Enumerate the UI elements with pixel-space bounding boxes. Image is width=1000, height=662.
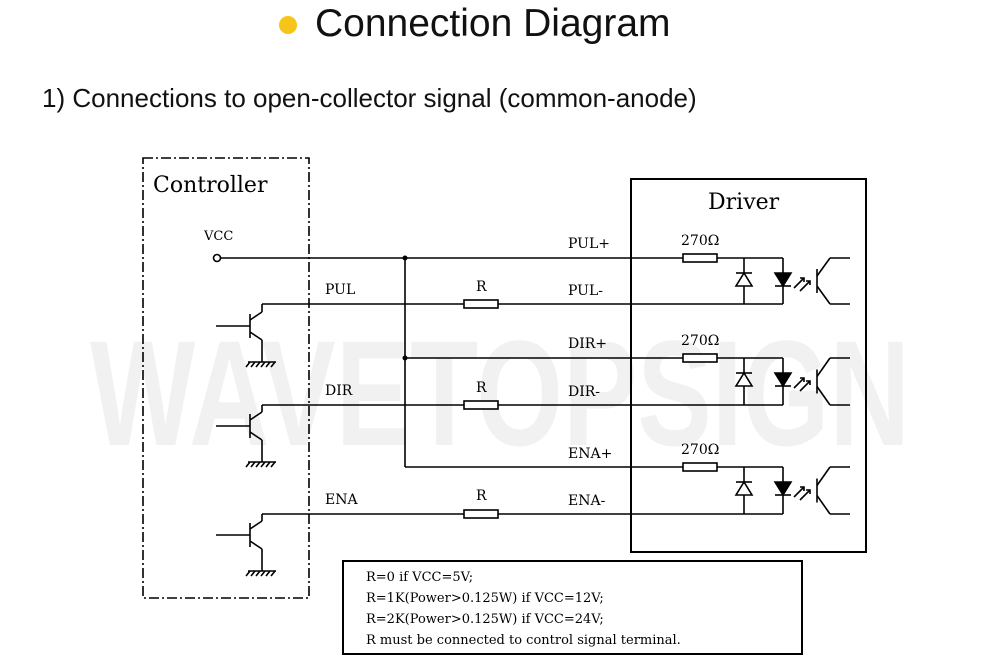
plus-terminal-label: PUL+ — [568, 236, 610, 252]
minus-terminal-label: ENA- — [568, 493, 606, 509]
controller-box — [142, 157, 310, 599]
driver-box — [630, 178, 867, 553]
bullet-icon — [279, 16, 297, 34]
led-icon — [773, 372, 793, 388]
controller-label: Controller — [153, 173, 268, 198]
notes-box — [342, 560, 803, 655]
series-resistor-label: R — [476, 380, 487, 396]
diode-icon — [734, 480, 754, 496]
channel-input-label: ENA — [325, 492, 358, 508]
note-line: R must be connected to control signal te… — [366, 633, 681, 648]
plus-terminal-label: ENA+ — [568, 446, 612, 462]
limit-resistor-label: 270Ω — [681, 442, 719, 458]
limit-resistor — [682, 462, 718, 472]
vcc-label: VCC — [203, 229, 233, 244]
limit-resistor-label: 270Ω — [681, 233, 719, 249]
section-subtitle: 1) Connections to open-collector signal … — [42, 83, 697, 113]
limit-resistor — [682, 353, 718, 363]
minus-terminal-label: DIR- — [568, 384, 600, 400]
channel-input-label: DIR — [325, 383, 353, 399]
series-resistor — [463, 509, 499, 519]
diode-icon — [734, 371, 754, 387]
series-resistor-label: R — [476, 279, 487, 295]
led-icon — [773, 272, 793, 288]
series-resistor — [463, 400, 499, 410]
note-line: R=1K(Power>0.125W) if VCC=12V; — [366, 591, 604, 606]
minus-terminal-label: PUL- — [568, 283, 603, 299]
limit-resistor-label: 270Ω — [681, 333, 719, 349]
series-resistor-label: R — [476, 488, 487, 504]
led-icon — [773, 481, 793, 497]
channel-input-label: PUL — [325, 282, 355, 298]
driver-label: Driver — [708, 190, 780, 215]
title-row: Connection Diagram — [0, 0, 1000, 50]
series-resistor — [463, 299, 499, 309]
page-title: Connection Diagram — [315, 2, 671, 45]
vcc-terminal — [212, 253, 222, 263]
diode-icon — [734, 271, 754, 287]
note-line: R=0 if VCC=5V; — [366, 570, 473, 585]
plus-terminal-label: DIR+ — [568, 336, 607, 352]
limit-resistor — [682, 253, 718, 263]
watermark: WAVETOPSIGN — [90, 309, 910, 477]
note-line: R=2K(Power>0.125W) if VCC=24V; — [366, 612, 604, 627]
